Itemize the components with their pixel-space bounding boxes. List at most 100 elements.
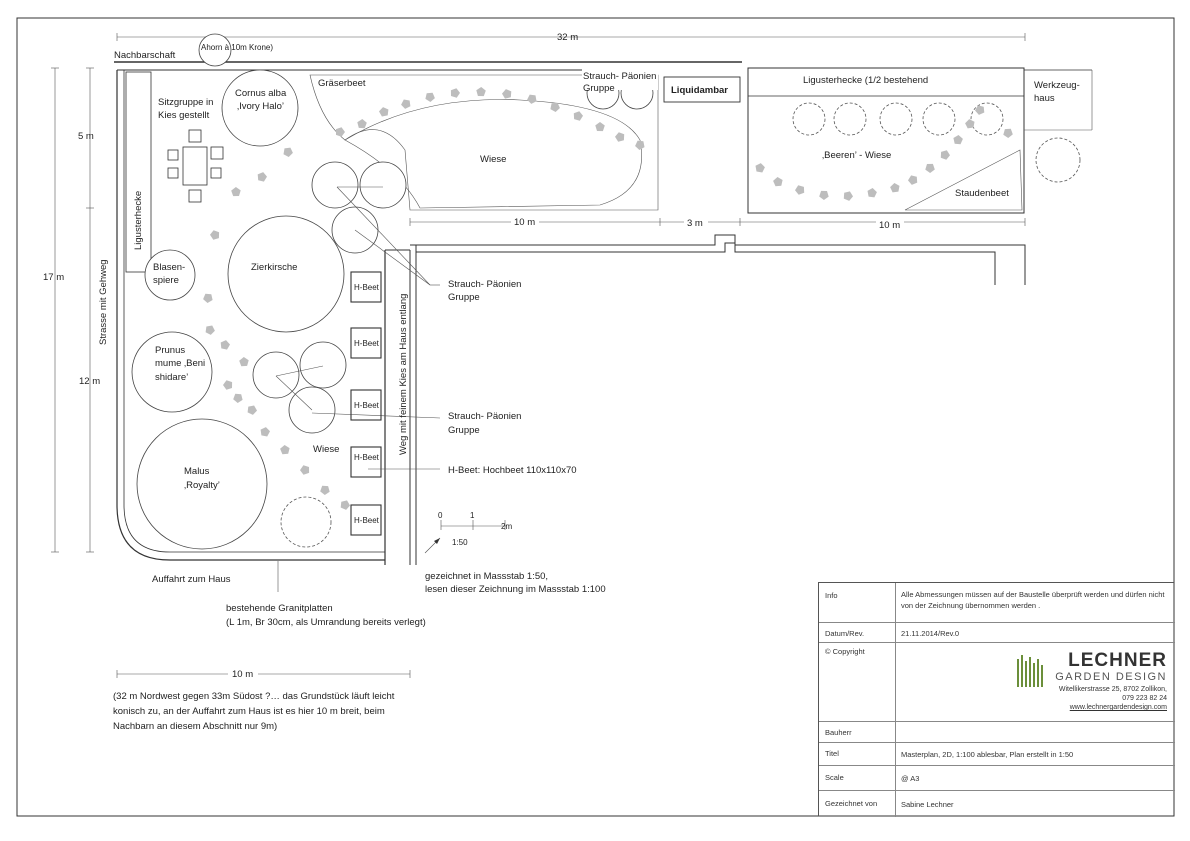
hbeet-legend: H-Beet: Hochbeet 110x110x70 — [448, 465, 577, 476]
meadow-bottom-label: Wiese — [313, 444, 339, 455]
granite-label-1: bestehende Granitplatten — [226, 603, 333, 614]
dim-3m: 3 m — [687, 218, 703, 229]
berry-shrub-1 — [792, 102, 826, 136]
dim-5m: 5 m — [78, 131, 94, 142]
sheet-border — [16, 17, 1175, 817]
dim-32m: 32 m — [557, 32, 578, 43]
stepping-stone — [233, 393, 243, 403]
tb-row-scale: Scale @ A3 — [819, 766, 1175, 791]
prunus-tree — [131, 331, 213, 413]
property-outline — [116, 69, 1026, 565]
berry-shrub-2 — [833, 102, 867, 136]
stepping-stone — [527, 94, 537, 104]
privet-left-label: Ligusterhecke — [133, 191, 144, 250]
tb-date-value: 21.11.2014/Rev.0 — [901, 629, 960, 638]
logo-mark-icon — [1017, 655, 1043, 687]
seating-label-1: Sitzgruppe in — [158, 97, 213, 108]
dimension-left: 5 m 17 m 12 m Strasse mit Gehweg — [43, 67, 109, 553]
stepping-stone — [220, 340, 230, 350]
stepping-stone — [573, 111, 583, 121]
tb-row-info: Info Alle Abmessungen müssen auf der Bau… — [819, 583, 1175, 623]
tb-info-key: Info — [825, 591, 838, 600]
raised-beds — [350, 271, 382, 536]
stepping-stone — [615, 132, 625, 142]
meadow-top-label: Wiese — [480, 154, 506, 165]
stepping-stone — [953, 135, 963, 145]
stepping-stone — [925, 163, 935, 173]
company-logo: LECHNER GARDEN DESIGN Witellikerstrasse … — [1015, 651, 1167, 721]
gravel-path-label: Weg mit feinem Kies am Haus entlang — [398, 294, 409, 455]
tb-client-key: Bauherr — [825, 728, 852, 737]
stepping-stone — [260, 427, 270, 437]
dim-12m: 12 m — [79, 376, 100, 387]
malus-label-1: Malus — [184, 466, 210, 477]
stepping-stone — [843, 191, 853, 201]
stepping-stone — [635, 140, 645, 150]
peony-top-label-1: Strauch- Päonien — [583, 71, 656, 82]
stepping-stone — [379, 107, 389, 117]
tb-title-key: Titel — [825, 749, 839, 758]
driveway-label: Auffahrt zum Haus — [152, 574, 231, 585]
stepping-stone — [908, 175, 918, 185]
drawn-scale-1: gezeichnet in Massstab 1:50, — [425, 571, 548, 582]
tb-drawn-key: Gezeichnet von — [825, 799, 878, 808]
hbeet-1: H-Beet — [354, 283, 380, 292]
privet-hedge-left — [125, 71, 152, 273]
tb-row-date: Datum/Rev. 21.11.2014/Rev.0 — [819, 623, 1175, 643]
blasen-label-1: Blasen- — [153, 262, 185, 273]
maple-label: Ahorn à 10m Krone) — [201, 43, 273, 52]
stepping-stone — [1003, 128, 1013, 138]
peony-group-2 — [252, 341, 441, 434]
dim-17m: 17 m — [43, 272, 64, 283]
stepping-stone — [595, 122, 605, 132]
stepping-stone — [203, 293, 213, 303]
tools-label-2: haus — [1034, 93, 1055, 104]
peony-2-label-a: Strauch- Päonien — [448, 411, 521, 422]
tb-copyright-key: © Copyright — [825, 647, 865, 656]
company-phone: 079 223 82 24 — [1122, 695, 1167, 702]
company-url[interactable]: www.lechnergardendesign.com — [1069, 704, 1167, 711]
hbeet-3: H-Beet — [354, 401, 380, 410]
stepping-stone — [450, 88, 460, 98]
tb-row-copyright: © Copyright LECHNER GARDEN DESIGN Witell… — [819, 643, 1175, 722]
hbeet-2: H-Beet — [354, 339, 380, 348]
stepping-stone — [965, 119, 975, 129]
stepping-stone — [357, 119, 367, 129]
tb-scale-key: Scale — [825, 773, 844, 782]
logo-brand: LECHNER — [1068, 650, 1167, 671]
cornus-label-2: ‚Ivory Halo’ — [237, 101, 284, 112]
right-garden — [747, 67, 1093, 214]
stepping-stone — [975, 105, 985, 115]
stepping-stone — [283, 147, 293, 157]
blasen-label-2: spiere — [153, 275, 179, 286]
dim-10m-left: 10 m — [514, 217, 535, 228]
stepping-stone — [502, 89, 512, 99]
berry-shrub-3 — [879, 102, 913, 136]
ornamental-cherry-tree — [227, 215, 345, 333]
prunus-label-3: shidare’ — [155, 372, 188, 383]
malus-label-2: ‚Royalty’ — [184, 480, 220, 491]
stepping-stone — [550, 102, 560, 112]
stepping-stone — [795, 185, 805, 195]
peony-2-label-b: Gruppe — [448, 425, 480, 436]
perennial-bed-label: Staudenbeet — [955, 188, 1009, 199]
tb-row-drawn: Gezeichnet von Sabine Lechner — [819, 791, 1175, 817]
tb-date-key: Datum/Rev. — [825, 629, 865, 638]
stepping-stone — [320, 485, 330, 495]
scale-ratio: 1:50 — [452, 538, 468, 547]
malus-tree — [136, 418, 268, 550]
drawn-scale-2: lesen dieser Zeichnung im Massstab 1:100 — [425, 584, 606, 595]
tb-row-title: Titel Masterplan, 2D, 1:100 ablesbar, Pl… — [819, 743, 1175, 766]
title-block: Info Alle Abmessungen müssen auf der Bau… — [818, 582, 1175, 817]
cornus-tree — [221, 69, 299, 147]
stepping-stone — [239, 357, 249, 367]
outside-tree — [1035, 137, 1081, 183]
meadow-top-outline — [344, 99, 642, 209]
maple-tree — [198, 33, 232, 67]
cornus-label-1: Cornus alba — [235, 88, 287, 99]
stepping-stone — [425, 92, 435, 102]
stepping-stone — [401, 99, 411, 109]
note-line-3: Nachbarn an diesem Abschnitt nur 9m) — [113, 721, 277, 732]
blasenspiere-shrub — [144, 249, 196, 301]
